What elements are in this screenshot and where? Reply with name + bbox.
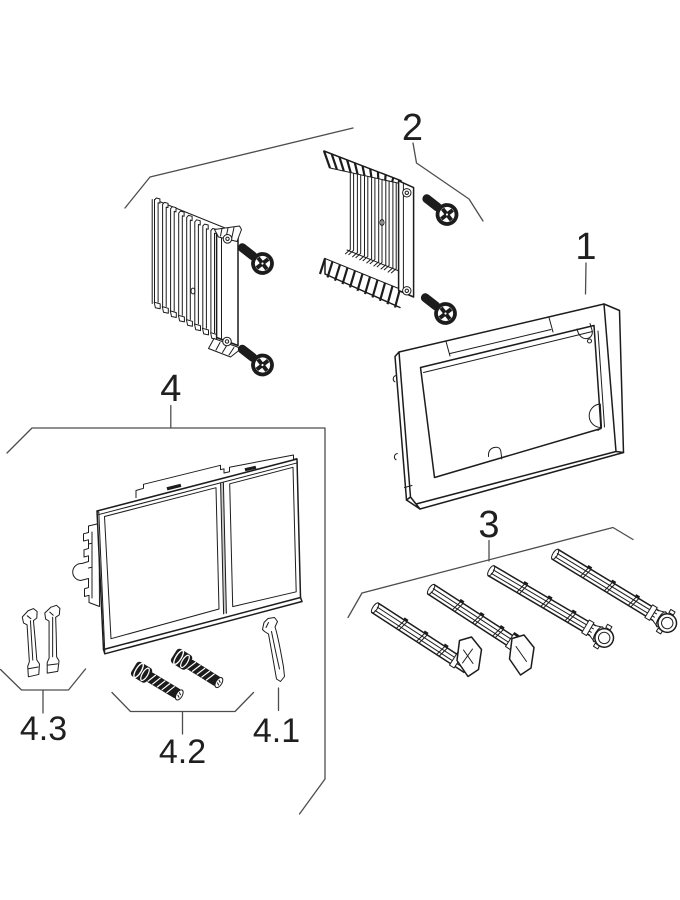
callout-4-2-bracket <box>111 691 255 735</box>
part-4-2-bolt-2 <box>168 646 227 692</box>
part-2-grille-left <box>151 197 242 358</box>
right-strip <box>215 228 239 347</box>
part-3-rod-3 <box>481 557 620 655</box>
button-divider-gap <box>220 482 227 614</box>
right-strip <box>397 180 415 298</box>
part-2-screw-3 <box>416 187 464 231</box>
part-3-group <box>368 541 680 678</box>
center-hole <box>379 219 385 226</box>
opening-depth-lines <box>423 330 605 428</box>
callout-4-3-label: 4.3 <box>20 710 67 748</box>
part-4-flush-plate <box>96 458 303 655</box>
part-2-screw-2 <box>231 337 279 382</box>
latch-hook-cutout <box>576 323 593 340</box>
right-button-face <box>229 466 297 608</box>
part-4-carrier-bar <box>135 454 298 498</box>
part-4-group <box>21 454 303 705</box>
part-4-side-mechanism <box>72 523 100 607</box>
part-2-group <box>151 150 464 382</box>
callout-3-bracket <box>347 526 634 619</box>
screw-boss <box>222 234 233 244</box>
bottom-flange-teeth <box>318 258 402 308</box>
bar-slot <box>166 483 182 491</box>
center-hole <box>190 287 196 295</box>
frame-silhouette <box>394 303 625 510</box>
bottom-fold-line <box>346 249 400 272</box>
rod-1-foot <box>456 636 483 678</box>
callout-1-leader <box>584 262 587 295</box>
callout-1-label: 1 <box>575 226 596 268</box>
side-cutout <box>588 403 603 431</box>
callout-2-label: 2 <box>402 107 423 149</box>
part-2-screw-4 <box>414 286 462 330</box>
left-button-face <box>104 487 220 640</box>
plate-bottom-thickness <box>102 596 303 655</box>
callout-4-bracket <box>6 404 326 815</box>
part-4-3-clip-1 <box>21 607 41 678</box>
button-divider-lines <box>220 482 227 615</box>
callout-4-2-label: 4.2 <box>159 733 206 771</box>
bottom-flange-upper <box>324 258 401 290</box>
plate-top-edge-line <box>96 462 298 653</box>
top-flange-teeth <box>322 150 402 185</box>
callout-4-1-label: 4.1 <box>253 712 300 750</box>
bottom-tab <box>487 446 503 460</box>
part-3-rod-2 <box>424 579 535 676</box>
part-2-screw-1 <box>231 236 279 280</box>
rim-tab-marks <box>445 317 554 357</box>
callout-4-label: 4 <box>160 368 181 410</box>
bar-slot <box>244 465 257 472</box>
part-4-2-bolt-1 <box>128 659 187 705</box>
callout-4-3-bracket <box>0 668 87 714</box>
callout-3-label: 3 <box>478 504 499 546</box>
left-edge-bumps <box>392 375 413 488</box>
screw-boss <box>222 336 232 347</box>
part-3-rod-4 <box>545 541 680 640</box>
part-3-rod-1 <box>368 597 483 678</box>
part-1-frame <box>392 303 625 510</box>
part-2-grille-right <box>318 150 415 309</box>
callout-2-bracket <box>124 127 484 222</box>
part-4-1-lever <box>262 617 285 682</box>
screw-boss <box>402 286 412 296</box>
part-4-3-clip-2 <box>42 604 61 674</box>
screw-boss <box>402 188 412 198</box>
